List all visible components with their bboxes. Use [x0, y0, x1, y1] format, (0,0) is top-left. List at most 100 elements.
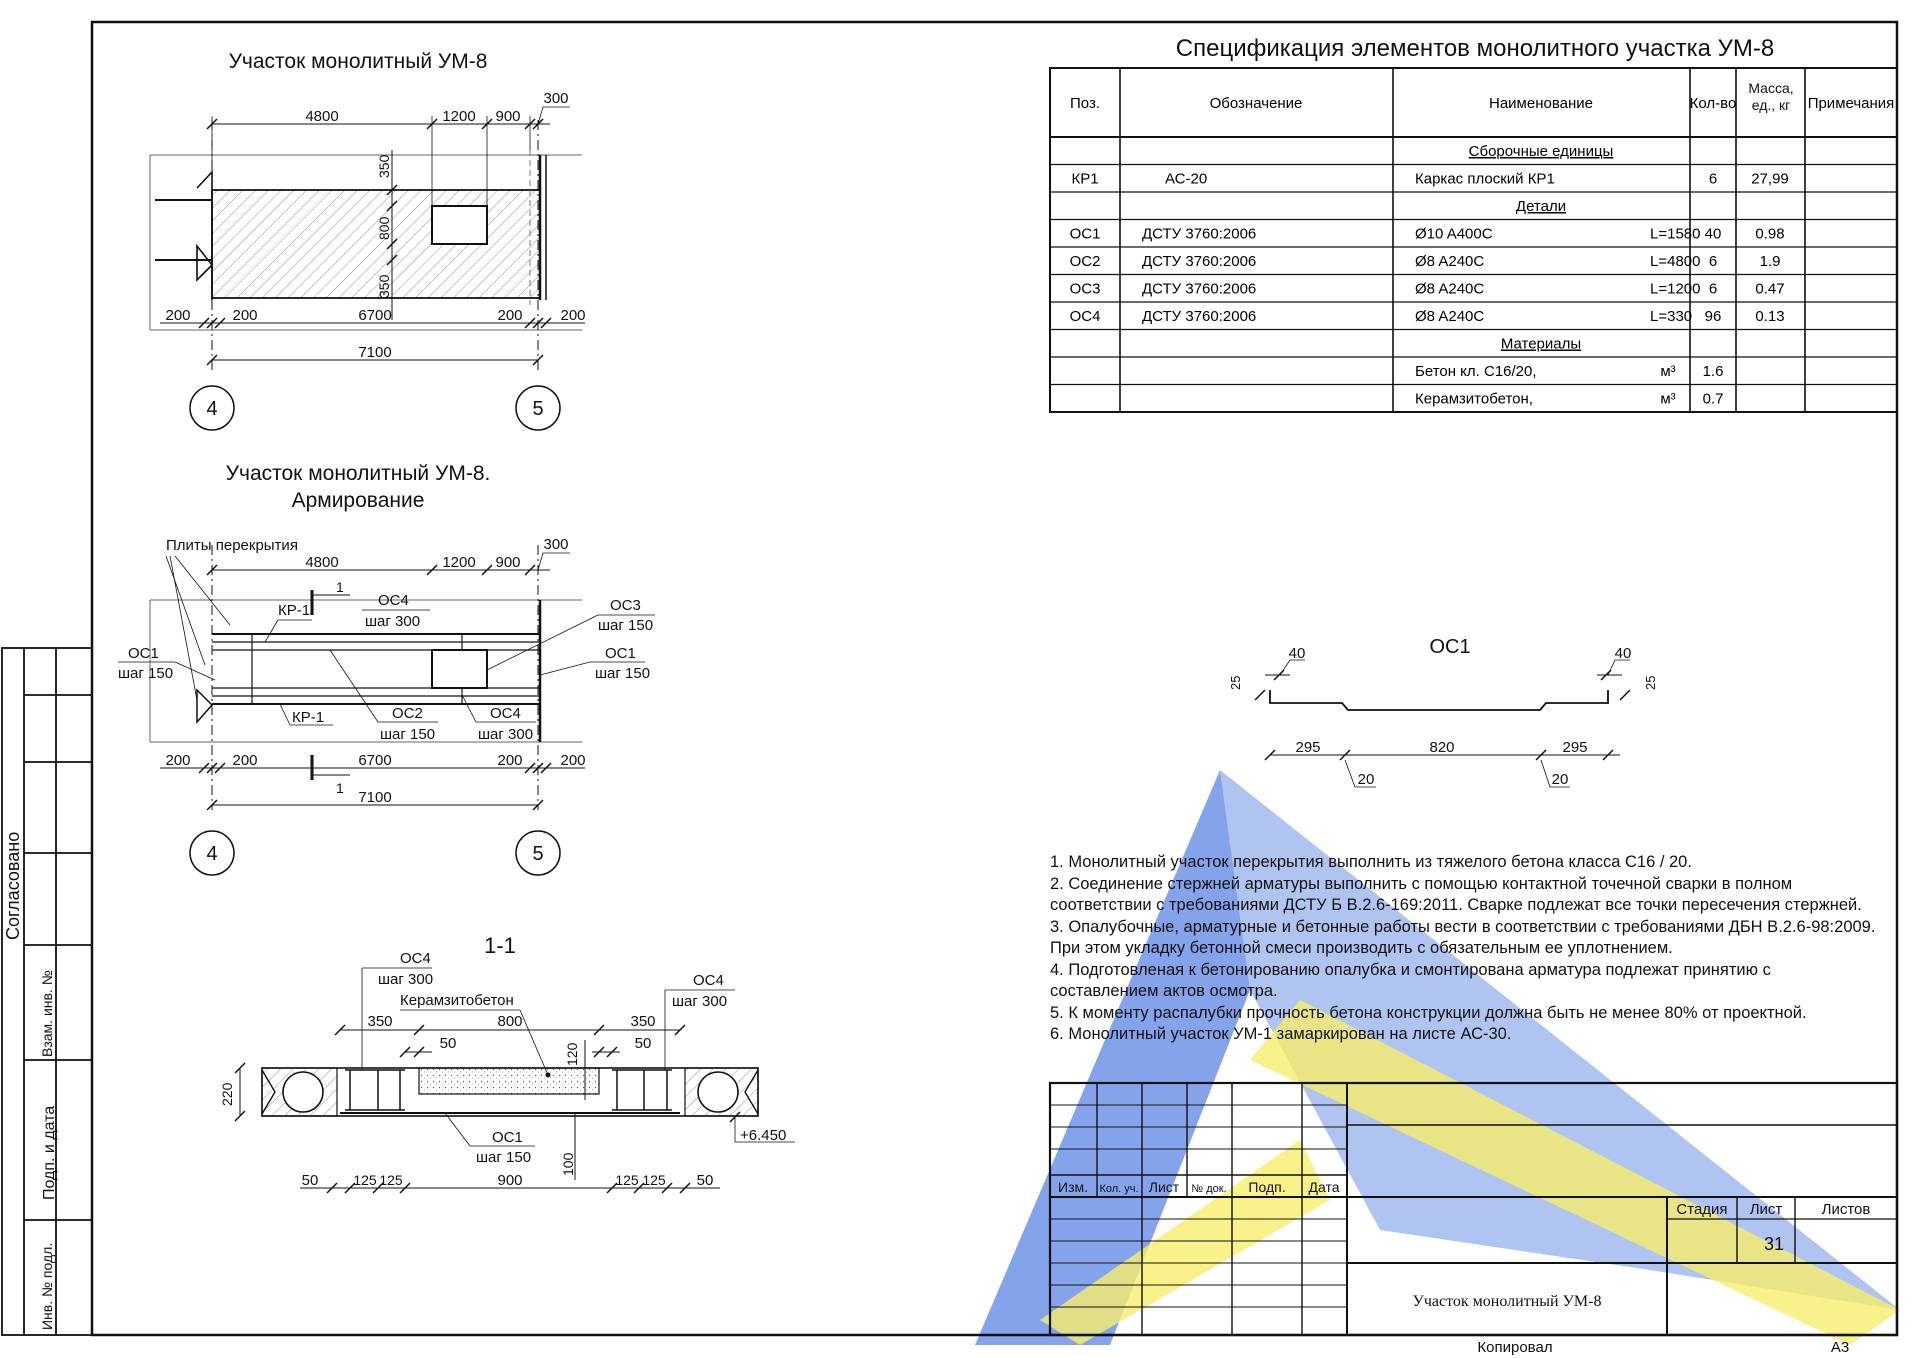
spec-header-mass: Масса, ед., кг	[1748, 80, 1794, 113]
spec-cell-pos: ОС1	[1070, 226, 1101, 243]
section-title: 1-1	[484, 933, 516, 958]
spec-header-qty: Кол-во	[1690, 95, 1737, 112]
spec-cell-pos: ОС3	[1070, 281, 1101, 298]
reinf-os2-step: шаг 150	[380, 726, 435, 743]
plan-axis-5: 5	[532, 398, 543, 420]
spec-table: Спецификация элементов монолитного участ…	[1049, 35, 1898, 413]
reinf-kp1-bottom: КР-1	[292, 709, 324, 726]
reinf-slabs-label: Плиты перекрытия	[166, 537, 298, 554]
reinf-title-2: Армирование	[292, 489, 425, 512]
os1-dim-295b: 295	[1562, 739, 1587, 756]
spec-cell-name: Каркас плоский КР1	[1415, 171, 1555, 188]
reinf-os1-right-step: шаг 150	[595, 665, 650, 682]
stamp-h-izm: Изм.	[1058, 1179, 1088, 1195]
reinf-axis-5: 5	[532, 843, 543, 865]
plan-drawing: Участок монолитный УМ-8 4800 1200 900 30…	[149, 50, 586, 431]
section-dim-50b: 50	[635, 1035, 652, 1052]
note-2: 2. Соединение стержней арматуры выполнит…	[1050, 874, 1862, 915]
reinf-os2: ОС2	[392, 705, 423, 722]
section-keramzit: Керамзитобетон	[400, 992, 514, 1009]
reinf-title-1: Участок монолитный УМ-8.	[226, 462, 491, 485]
section-dim-b50a: 50	[302, 1172, 319, 1189]
plan-dim-300: 300	[543, 90, 568, 107]
reinf-os4-top-step: шаг 300	[365, 613, 420, 630]
spec-section-heading: Детали	[1516, 198, 1566, 215]
os1-dim-40a: 40	[1289, 645, 1306, 662]
spec-cell-name: Бетон кл. С16/20,	[1415, 363, 1537, 380]
note-3: 3. Опалубочные, арматурные и бетонные ра…	[1050, 917, 1876, 958]
reinf-dim-4800: 4800	[305, 554, 338, 571]
stamp-h-podp: Подп.	[1248, 1179, 1285, 1195]
section-os1-step: шаг 150	[476, 1149, 531, 1166]
plan-dim-350a: 350	[376, 154, 392, 178]
spec-cell-mass: 0.98	[1755, 226, 1784, 243]
reinf-cut-top: 1	[336, 579, 344, 595]
reinf-os4-bot: ОС4	[490, 705, 521, 722]
stamp-h-doc: № док.	[1191, 1183, 1226, 1195]
spec-cell-length: м³	[1660, 391, 1675, 408]
stamp-stage: Стадия	[1676, 1201, 1727, 1218]
section-os4-right-step: шаг 300	[672, 993, 727, 1010]
stamp-sheets: Листов	[1822, 1201, 1871, 1218]
spec-cell-length: L=1200	[1650, 281, 1700, 298]
section-dim-100: 100	[560, 1152, 576, 1176]
stamp-h-list: Лист	[1149, 1179, 1180, 1195]
reinf-os1-left-step: шаг 150	[118, 665, 173, 682]
spec-cell-qty: 6	[1709, 253, 1717, 270]
os1-dim-20b: 20	[1552, 771, 1569, 788]
spec-cell-qty: 6	[1709, 171, 1717, 188]
spec-cell-qty: 40	[1705, 226, 1722, 243]
plan-dim-4800: 4800	[305, 108, 338, 125]
spec-header-designation: Обозначение	[1210, 95, 1303, 112]
section-os4-right: ОС4	[693, 972, 724, 989]
section-1-1: 1-1 ОС4 шаг 300 ОС4 шаг 300 Керамзитобет…	[219, 933, 795, 1194]
reinf-os1-right: ОС1	[605, 645, 636, 662]
spec-cell-designation: ДСТУ 3760:2006	[1142, 226, 1256, 243]
section-dim-b125b: 125	[379, 1172, 403, 1188]
spec-cell-mass: 0.13	[1755, 308, 1784, 325]
reinf-dim-7100: 7100	[358, 789, 391, 806]
spec-cell-designation: ДСТУ 3760:2006	[1142, 308, 1256, 325]
spec-section-heading: Сборочные единицы	[1469, 143, 1614, 160]
plan-dim-b200c: 200	[497, 307, 522, 324]
section-dim-120: 120	[564, 1042, 580, 1066]
stamp-h-kol: Кол. уч.	[1099, 1183, 1138, 1195]
section-dim-800: 800	[497, 1013, 522, 1030]
section-dim-b50b: 50	[697, 1172, 714, 1189]
reinf-cut-bottom: 1	[336, 780, 344, 796]
section-os4-left-step: шаг 300	[378, 971, 433, 988]
reinf-os4-top: ОС4	[378, 592, 409, 609]
reinf-os1-left: ОС1	[128, 645, 159, 662]
plan-dim-b200b: 200	[232, 307, 257, 324]
reinf-os4-bot-step: шаг 300	[478, 726, 533, 743]
plan-dim-7100: 7100	[358, 344, 391, 361]
note-5: 5. К моменту распалубки прочность бетона…	[1050, 1003, 1807, 1022]
spec-header-name: Наименование	[1489, 95, 1593, 112]
section-os4-left: ОС4	[400, 950, 431, 967]
note-1: 1. Монолитный участок перекрытия выполни…	[1050, 853, 1692, 871]
spec-cell-qty: 1.6	[1703, 363, 1724, 380]
reinf-dim-b200c: 200	[497, 752, 522, 769]
os1-dim-20a: 20	[1358, 771, 1375, 788]
spec-section-heading: Материалы	[1501, 336, 1581, 353]
spec-cell-mass: 0.47	[1755, 281, 1784, 298]
section-dim-350a: 350	[367, 1013, 392, 1030]
spec-cell-pos: КР1	[1071, 171, 1098, 188]
side-strip	[1, 647, 93, 1336]
stamp-copied: Копировал	[1477, 1339, 1552, 1356]
spec-cell-designation: ДСТУ 3760:2006	[1142, 253, 1256, 270]
reinf-dim-b200b: 200	[232, 752, 257, 769]
spec-cell-length: L=1580	[1650, 226, 1700, 243]
side-inv-replace: Взам. инв. №	[39, 970, 55, 1057]
section-dim-350b: 350	[630, 1013, 655, 1030]
reinforcement-drawing: Участок монолитный УМ-8. Армирование 480…	[118, 462, 655, 876]
reinf-dim-300: 300	[543, 536, 568, 553]
plan-dim-6700: 6700	[358, 307, 391, 324]
os1-dim-295a: 295	[1295, 739, 1320, 756]
section-dim-220: 220	[219, 1082, 235, 1106]
stamp-name: Участок монолитный УМ-8	[1413, 1293, 1602, 1310]
spec-header-mass-box: Масса, ед., кг	[1748, 80, 1794, 113]
section-os1: ОС1	[492, 1129, 523, 1146]
